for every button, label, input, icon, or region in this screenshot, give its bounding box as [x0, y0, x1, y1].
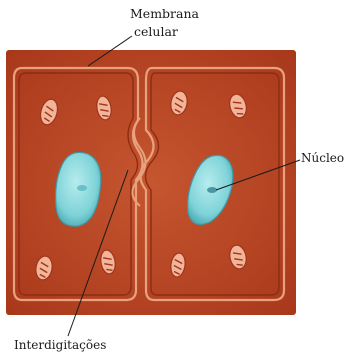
label-membrane-line1: Membrana [130, 6, 199, 21]
label-membrane-line2: celular [134, 24, 178, 39]
label-interdigitations: Interdigitações [14, 338, 106, 352]
label-nucleus: Núcleo [301, 151, 344, 165]
